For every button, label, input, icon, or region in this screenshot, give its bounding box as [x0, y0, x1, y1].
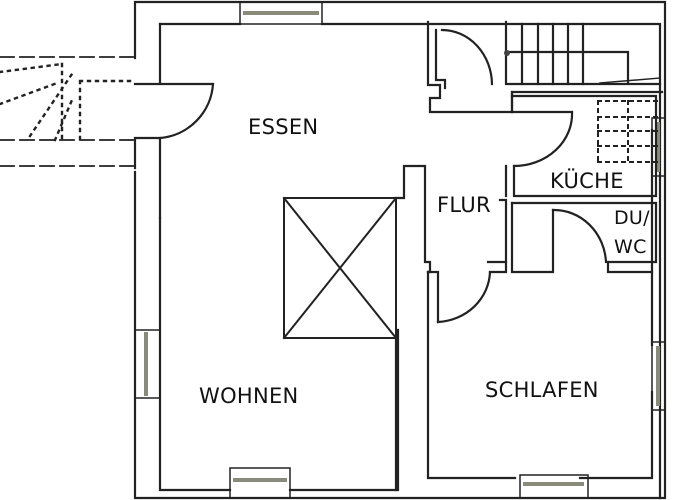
- void-x: [282, 196, 398, 340]
- room-label-wohnen: WOHNEN: [199, 384, 299, 408]
- entry-door: [133, 82, 215, 140]
- window-left-wohnen: [134, 329, 161, 399]
- room-label-kueche: KÜCHE: [550, 169, 624, 193]
- kueche-walls: [504, 90, 658, 198]
- interior-stair: [426, 20, 664, 114]
- window-top-essen: [239, 1, 323, 25]
- room-label-wc: WC: [614, 236, 647, 258]
- schlafen-door: [426, 198, 508, 324]
- room-label-schlafen: SCHLAFEN: [485, 378, 599, 402]
- window-right-schlafen: [651, 341, 666, 411]
- du-wc-walls: [510, 201, 658, 274]
- window-bottom-schlafen: [519, 474, 589, 499]
- wall-flur-left: [394, 164, 432, 274]
- room-label-essen: ESSEN: [248, 115, 319, 139]
- outer-wall: [133, 0, 667, 500]
- window-bottom-wohnen: [229, 467, 291, 499]
- room-label-du: DU/: [614, 207, 650, 229]
- kitchen-counter: [597, 100, 658, 163]
- exterior-stair: [0, 56, 134, 167]
- room-label-flur: FLUR: [437, 193, 491, 217]
